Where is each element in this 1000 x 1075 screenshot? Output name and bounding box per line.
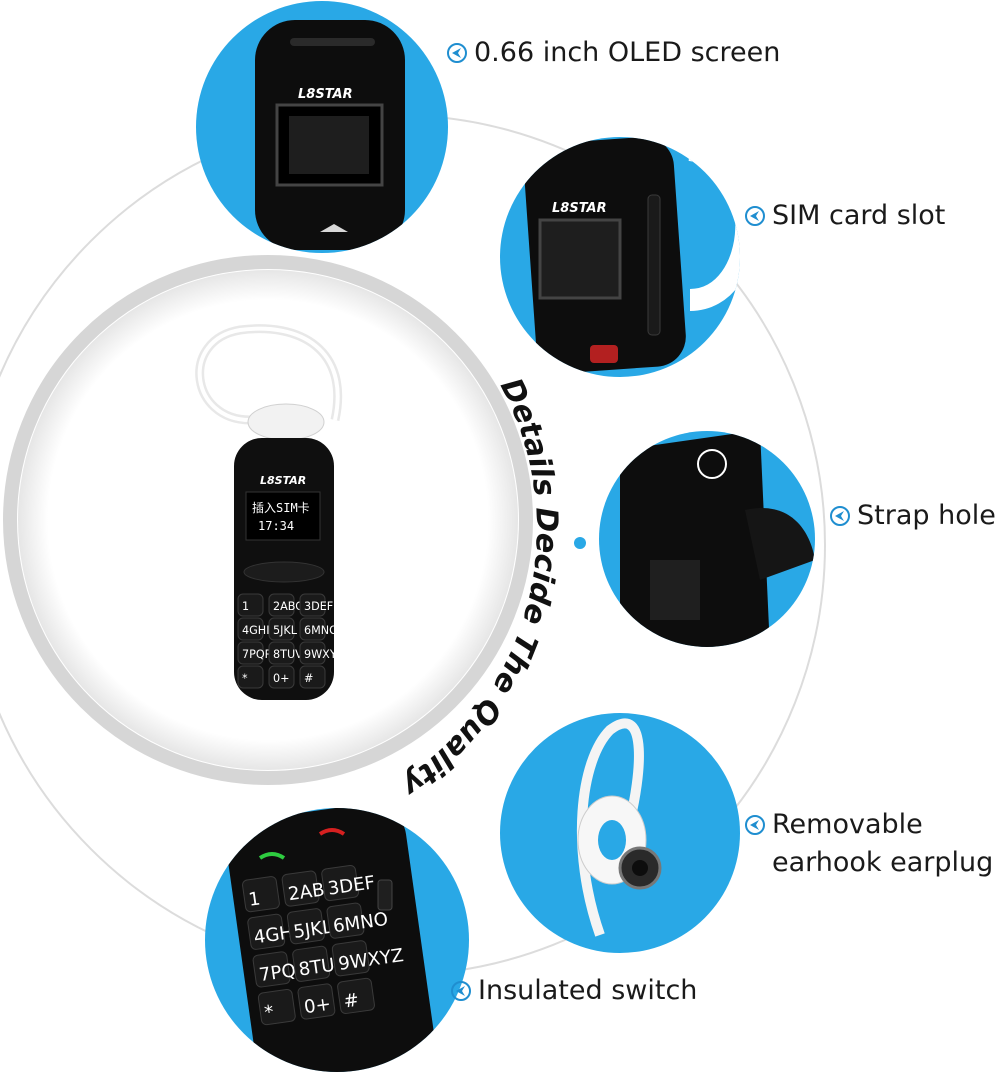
svg-text:L8STAR: L8STAR — [298, 87, 353, 102]
keypad-key — [297, 983, 336, 1020]
keypad-key — [237, 617, 264, 641]
keypad-key — [268, 617, 295, 641]
keypad-key-label: # — [304, 672, 313, 685]
keypad-key — [252, 951, 291, 988]
phone-brand: L8STAR — [260, 474, 306, 487]
keypad-key — [268, 665, 295, 689]
keypad-key — [237, 593, 264, 617]
keypad-key — [331, 940, 370, 977]
keypad-key-label: 2ABC — [273, 600, 303, 613]
keypad-key — [299, 617, 326, 641]
keypad-key-label: 9WXYZ — [304, 648, 345, 661]
svg-text:L8STAR: L8STAR — [552, 201, 607, 216]
keypad-key-label: 0+ — [303, 994, 332, 1019]
keypad-key-label: * — [242, 672, 248, 685]
keypad-key — [292, 945, 331, 982]
keypad-key-label: 6MNO — [304, 624, 338, 637]
keypad-key-label: 1 — [242, 600, 249, 613]
detail-circle-screen: L8STAR — [196, 1, 448, 253]
keypad-key-label: 1 — [247, 888, 261, 910]
keypad-key — [237, 641, 264, 665]
keypad-key — [299, 593, 326, 617]
keypad-key — [242, 876, 280, 913]
arrow-circle-icon — [745, 206, 765, 226]
detail-circle-sim: L8STAR — [500, 137, 740, 377]
keypad-key — [257, 988, 296, 1026]
keypad-key — [281, 870, 320, 907]
arrow-circle-icon — [745, 815, 765, 835]
feature-label-sim: SIM card slot — [744, 197, 945, 235]
keypad-key — [247, 913, 286, 950]
feature-label-strap: Strap hole — [829, 497, 996, 535]
keypad-key-label: 5JKL — [273, 624, 298, 637]
keypad-key-label: 0+ — [273, 672, 290, 685]
slogan-dot — [574, 537, 586, 549]
keypad-key-label: 3DEF — [304, 600, 333, 613]
keypad-key — [299, 665, 326, 689]
phone-screen-line2: 17:34 — [258, 519, 294, 533]
keypad-key — [268, 641, 295, 665]
keypad-key — [326, 902, 365, 939]
detail-circle-earhook — [500, 713, 740, 953]
feature-label-earhook: Removable earhook earplug — [744, 806, 1000, 882]
arrow-circle-icon — [830, 506, 850, 526]
center-ring — [3, 255, 533, 785]
keypad-key — [337, 977, 375, 1014]
detail-circle-strap — [599, 431, 815, 647]
keypad-key — [237, 665, 264, 689]
keypad-key-label: 4GHI — [242, 624, 270, 637]
phone-screen-line1: 插入SIM卡 — [252, 501, 310, 515]
feature-label-screen: 0.66 inch OLED screen — [446, 34, 780, 72]
arrow-circle-icon — [447, 43, 467, 63]
keypad-key — [286, 908, 325, 945]
feature-label-switch: Insulated switch — [450, 972, 697, 1010]
keypad-key-label: * — [263, 1002, 275, 1024]
keypad-key — [268, 593, 295, 617]
keypad-key — [321, 864, 360, 902]
keypad-key — [299, 641, 326, 665]
keypad-key-label: 8TUV — [273, 648, 303, 661]
arrow-circle-icon — [451, 981, 471, 1001]
keypad-key-label: # — [342, 990, 360, 1013]
